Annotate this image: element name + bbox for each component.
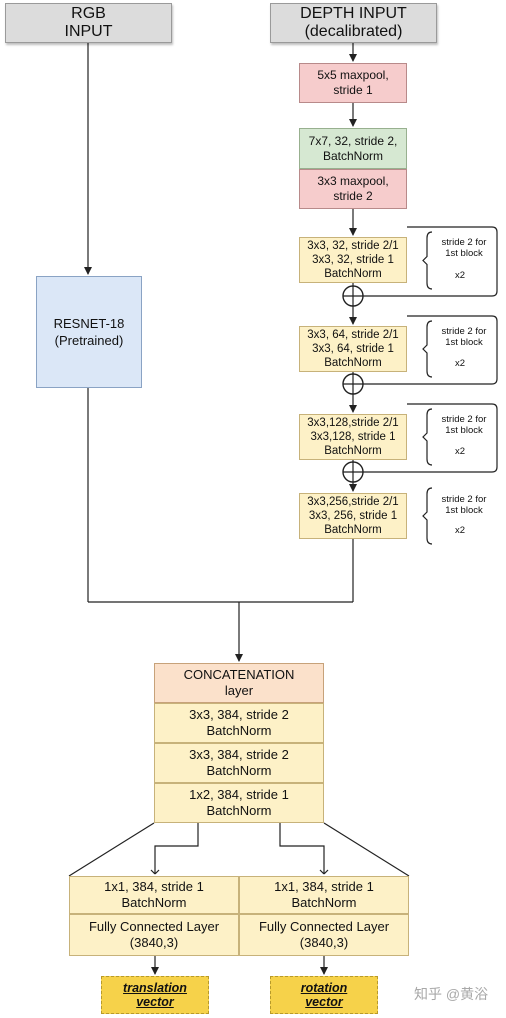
block-note: stride 2 for 1st block xyxy=(432,237,496,259)
block-line: 3x3,256,stride 2/1 xyxy=(307,496,399,508)
block-note-line-2: 1st block xyxy=(445,337,483,348)
rgb-input-box: RGB INPUT xyxy=(5,3,172,43)
skip-connection-line xyxy=(363,315,498,385)
maxpool-5x5-box: 5x5 maxpool, stride 1 xyxy=(299,63,407,103)
rgb-input-line-2: INPUT xyxy=(64,23,113,40)
fusion-line: 3x3, 384, stride 2 xyxy=(189,747,289,762)
fusion-line: BatchNorm xyxy=(206,803,272,818)
concat-line-1: CONCATENATION xyxy=(183,667,295,682)
block-line: 3x3, 64, stride 2/1 xyxy=(307,329,399,341)
watermark: 知乎 @黄浴 xyxy=(414,986,489,1002)
residual-block-256: 3x3,256,stride 2/1 3x3, 256, stride 1 Ba… xyxy=(299,493,407,539)
resnet-18-box: RESNET-18 (Pretrained) xyxy=(36,276,142,388)
maxpool2-line-2: stride 2 xyxy=(333,189,373,203)
rotation-head-conv: 1x1, 384, stride 1 BatchNorm xyxy=(239,876,409,914)
head-branch-left-line xyxy=(154,823,199,874)
concat-line-2: layer xyxy=(224,683,254,698)
arrow-head-right xyxy=(323,869,329,875)
translation-head-conv: 1x1, 384, stride 1 BatchNorm xyxy=(69,876,239,914)
fusion-line: 1x2, 384, stride 1 xyxy=(189,787,289,802)
rotation-head-fc: Fully Connected Layer (3840,3) xyxy=(239,914,409,956)
block-note: stride 2 for 1st block xyxy=(432,326,496,348)
block-note-line-2: 1st block xyxy=(445,425,483,436)
block-line: BatchNorm xyxy=(324,445,382,457)
residual-block-128: 3x3,128,stride 2/1 3x3,128, stride 1 Bat… xyxy=(299,414,407,460)
block-note-line-2: 1st block xyxy=(445,248,483,259)
conv1-line-1: 7x7, 32, stride 2, xyxy=(308,133,398,148)
block-line: 3x3,128,stride 2/1 xyxy=(307,417,399,429)
conv-7x7-box: 7x7, 32, stride 2, BatchNorm xyxy=(299,128,407,169)
block-line: 3x3, 256, stride 1 xyxy=(308,510,398,522)
block-note-line-1: stride 2 for xyxy=(441,326,487,337)
block-repeat: x2 xyxy=(455,446,466,457)
block-line: BatchNorm xyxy=(324,357,382,369)
output-line-2: vector xyxy=(305,995,343,1009)
depth-input-line-2: (decalibrated) xyxy=(304,23,403,40)
arrow-head-left xyxy=(150,869,156,875)
head-line: 1x1, 384, stride 1 xyxy=(274,879,374,894)
head-line: BatchNorm xyxy=(121,895,187,910)
concatenation-layer-box: CONCATENATION layer xyxy=(154,663,324,703)
output-line-2: vector xyxy=(136,995,174,1009)
head-line: BatchNorm xyxy=(291,895,357,910)
head-line: (3840,3) xyxy=(299,935,349,950)
fusion-conv-3: 1x2, 384, stride 1 BatchNorm xyxy=(154,783,324,823)
head-line: 1x1, 384, stride 1 xyxy=(104,879,204,894)
fusion-conv-2: 3x3, 384, stride 2 BatchNorm xyxy=(154,743,324,783)
head-line: Fully Connected Layer xyxy=(88,919,220,934)
translation-head-fc: Fully Connected Layer (3840,3) xyxy=(69,914,239,956)
block-line: 3x3, 32, stride 2/1 xyxy=(307,240,399,252)
maxpool1-line-2: stride 1 xyxy=(333,83,373,97)
fusion-line: BatchNorm xyxy=(206,723,272,738)
maxpool1-line-1: 5x5 maxpool, xyxy=(317,68,389,82)
brace-bracket xyxy=(422,487,433,545)
maxpool2-line-1: 3x3 maxpool, xyxy=(317,174,389,188)
fusion-conv-1: 3x3, 384, stride 2 BatchNorm xyxy=(154,703,324,743)
arrow-head-left xyxy=(154,869,160,875)
block-line: 3x3, 32, stride 1 xyxy=(312,254,394,266)
brace-bracket xyxy=(422,320,433,378)
conv1-line-2: BatchNorm xyxy=(322,148,384,163)
block-repeat: x2 xyxy=(455,525,466,536)
block-note-line-1: stride 2 for xyxy=(441,414,487,425)
brace-bracket xyxy=(422,231,433,290)
block-note-line-1: stride 2 for xyxy=(441,237,487,248)
block-note: stride 2 for 1st block xyxy=(432,414,496,436)
fusion-line: 3x3, 384, stride 2 xyxy=(189,707,289,722)
fusion-line: BatchNorm xyxy=(206,763,272,778)
brace-bracket xyxy=(422,408,433,466)
block-line: 3x3, 64, stride 1 xyxy=(312,343,394,355)
translation-vector-output: translation vector xyxy=(101,976,209,1014)
maxpool-3x3-box: 3x3 maxpool, stride 2 xyxy=(299,169,407,209)
block-line: BatchNorm xyxy=(324,524,382,536)
resnet-line-2: (Pretrained) xyxy=(54,333,124,348)
block-line: BatchNorm xyxy=(324,268,382,280)
depth-input-box: DEPTH INPUT (decalibrated) xyxy=(270,3,437,43)
fan-out-left-line xyxy=(68,822,155,877)
depth-input-line-1: DEPTH INPUT xyxy=(300,5,407,22)
block-note: stride 2 for 1st block xyxy=(432,494,496,516)
block-repeat: x2 xyxy=(455,270,466,281)
block-note-line-2: 1st block xyxy=(445,505,483,516)
output-line-1: translation xyxy=(123,981,187,995)
fan-out-right-line xyxy=(323,822,410,877)
resnet-line-1: RESNET-18 xyxy=(53,316,125,331)
residual-block-64: 3x3, 64, stride 2/1 3x3, 64, stride 1 Ba… xyxy=(299,326,407,372)
skip-connection-line xyxy=(363,226,498,297)
block-line: 3x3,128, stride 1 xyxy=(310,431,396,443)
block-repeat: x2 xyxy=(455,358,466,369)
rgb-input-line-1: RGB xyxy=(71,5,106,22)
head-branch-right-line xyxy=(279,823,325,874)
residual-block-32: 3x3, 32, stride 2/1 3x3, 32, stride 1 Ba… xyxy=(299,237,407,283)
block-note-line-1: stride 2 for xyxy=(441,494,487,505)
arrow-head-right xyxy=(319,869,325,875)
rotation-vector-output: rotation vector xyxy=(270,976,378,1014)
head-line: (3840,3) xyxy=(129,935,179,950)
skip-connection-line xyxy=(363,403,498,473)
head-line: Fully Connected Layer xyxy=(258,919,390,934)
output-line-1: rotation xyxy=(300,981,348,995)
